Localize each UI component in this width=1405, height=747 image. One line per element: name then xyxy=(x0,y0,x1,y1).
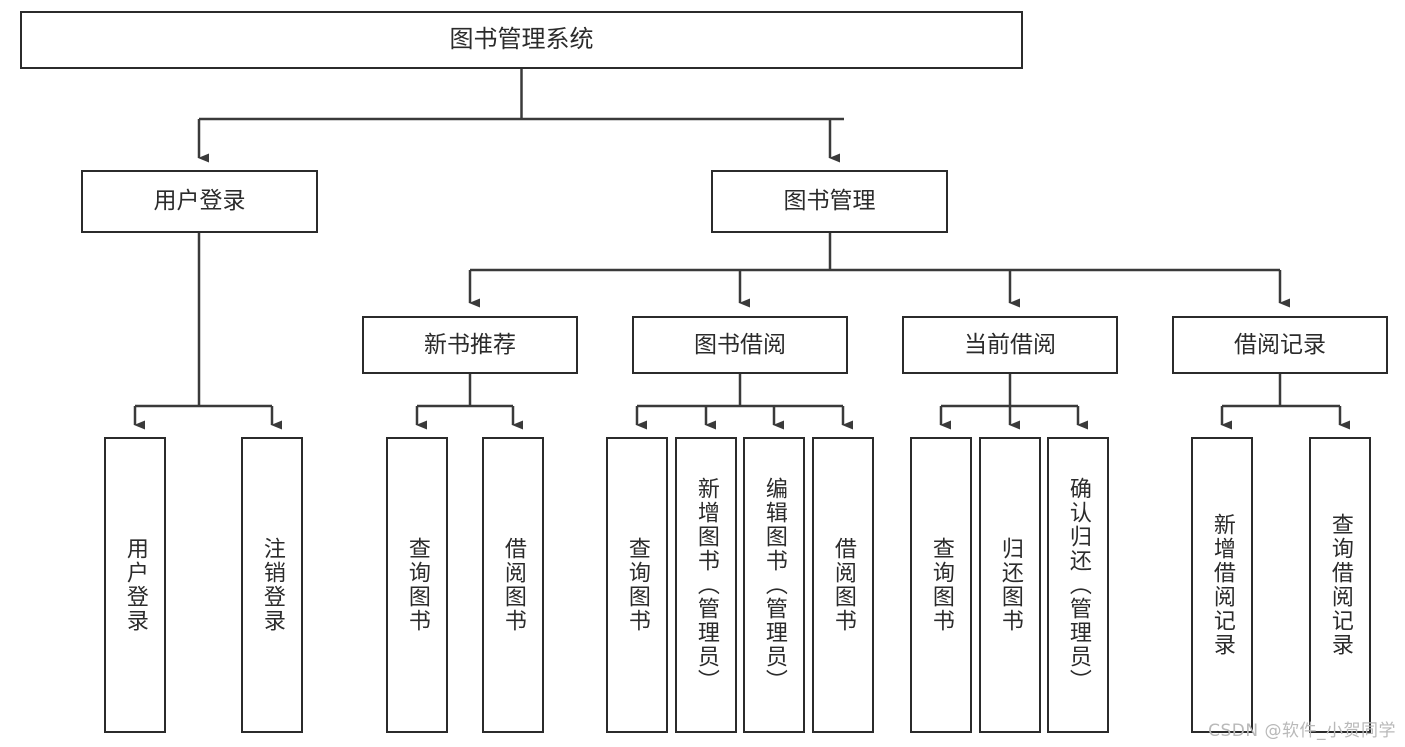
node-leaf-query-record[interactable]: 查询借阅记录 xyxy=(1309,437,1371,733)
node-root-system[interactable]: 图书管理系统 xyxy=(20,11,1023,69)
node-label: 当前借阅 xyxy=(964,331,1056,358)
node-label: 注销登录 xyxy=(259,537,285,633)
node-user-login[interactable]: 用户登录 xyxy=(81,170,318,233)
node-leaf-add-book[interactable]: 新增图书（管理员） xyxy=(675,437,737,733)
node-label: 编辑图书（管理员） xyxy=(761,477,787,693)
node-leaf-logout-login[interactable]: 注销登录 xyxy=(241,437,303,733)
node-leaf-query-book-1[interactable]: 查询图书 xyxy=(386,437,448,733)
node-leaf-borrow-book-2[interactable]: 借阅图书 xyxy=(812,437,874,733)
node-label: 图书借阅 xyxy=(694,331,786,358)
node-current-borrow[interactable]: 当前借阅 xyxy=(902,316,1118,374)
node-label: 新书推荐 xyxy=(424,331,516,358)
node-label: 归还图书 xyxy=(997,537,1023,633)
watermark-text: CSDN @软件_小贺同学 xyxy=(1208,721,1396,741)
node-book-management[interactable]: 图书管理 xyxy=(711,170,948,233)
node-label: 用户登录 xyxy=(122,537,148,633)
node-label: 确认归还（管理员） xyxy=(1065,477,1091,693)
node-leaf-return-book[interactable]: 归还图书 xyxy=(979,437,1041,733)
node-label: 借阅记录 xyxy=(1234,331,1326,358)
node-label: 查询图书 xyxy=(404,537,430,633)
node-label: 查询借阅记录 xyxy=(1327,513,1353,657)
node-label: 查询图书 xyxy=(624,537,650,633)
node-label: 图书管理 xyxy=(783,188,876,215)
node-leaf-confirm-return[interactable]: 确认归还（管理员） xyxy=(1047,437,1109,733)
node-label: 图书管理系统 xyxy=(449,25,594,54)
node-label: 新增图书（管理员） xyxy=(693,477,719,693)
node-label: 借阅图书 xyxy=(500,537,526,633)
node-new-book-recommend[interactable]: 新书推荐 xyxy=(362,316,578,374)
node-book-borrow[interactable]: 图书借阅 xyxy=(632,316,848,374)
node-leaf-query-book-2[interactable]: 查询图书 xyxy=(606,437,668,733)
node-borrow-record[interactable]: 借阅记录 xyxy=(1172,316,1388,374)
node-leaf-borrow-book-1[interactable]: 借阅图书 xyxy=(482,437,544,733)
node-leaf-user-login[interactable]: 用户登录 xyxy=(104,437,166,733)
node-label: 新增借阅记录 xyxy=(1209,513,1235,657)
node-leaf-add-record[interactable]: 新增借阅记录 xyxy=(1191,437,1253,733)
node-label: 用户登录 xyxy=(153,188,246,215)
node-label: 查询图书 xyxy=(928,537,954,633)
node-leaf-edit-book[interactable]: 编辑图书（管理员） xyxy=(743,437,805,733)
node-leaf-query-book-3[interactable]: 查询图书 xyxy=(910,437,972,733)
node-label: 借阅图书 xyxy=(830,537,856,633)
